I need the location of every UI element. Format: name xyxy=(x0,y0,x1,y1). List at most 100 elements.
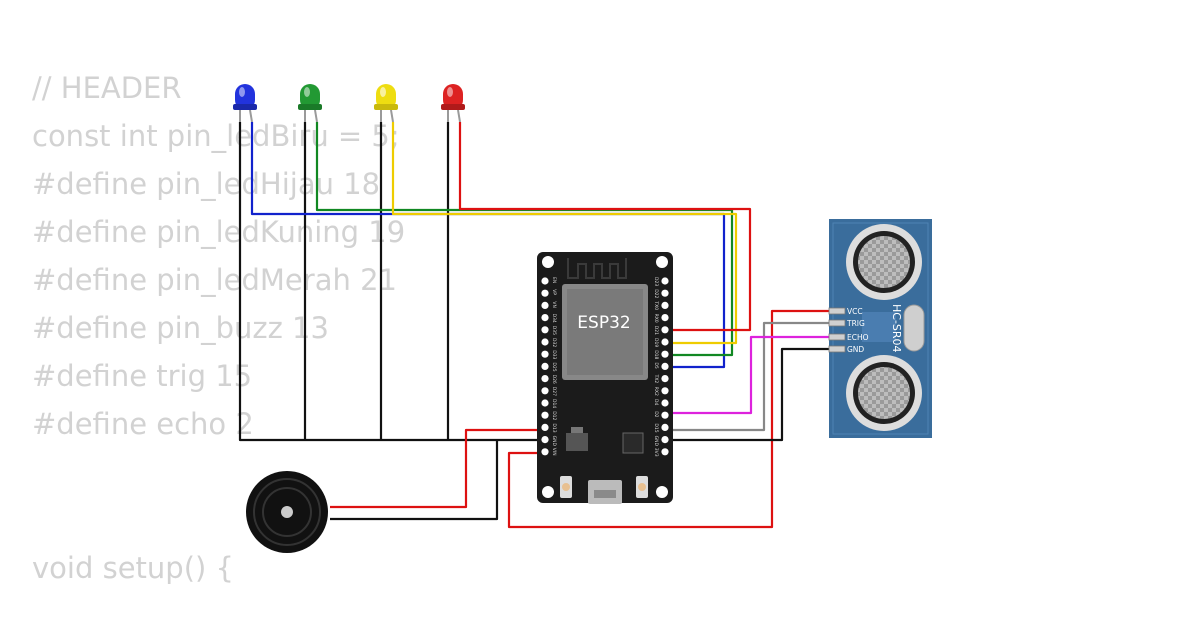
buzzer xyxy=(246,471,328,553)
code-line: // HEADER xyxy=(32,71,182,105)
esp32-pin-label: D4 xyxy=(653,399,659,405)
esp32-pin-label: GND xyxy=(551,436,557,447)
led-legs xyxy=(239,109,461,123)
esp32-pin-label: VIN xyxy=(551,448,557,456)
esp32-pin xyxy=(541,338,549,346)
code-line: void setup() { xyxy=(32,551,234,585)
code-line: const int pin_ledBiru = 5; xyxy=(32,119,400,153)
led-red xyxy=(441,84,465,110)
code-line: #define trig 15 xyxy=(32,359,253,393)
wire-buzzer-neg xyxy=(330,440,499,521)
esp32-pin-label: D26 xyxy=(551,375,557,384)
esp32-pin-label: D2 xyxy=(653,411,659,417)
esp32-pin-label: D27 xyxy=(551,387,557,396)
esp32-pin xyxy=(661,277,669,285)
wires xyxy=(238,122,837,529)
esp32-pin xyxy=(661,448,669,456)
led-green xyxy=(298,84,322,110)
esp32-pin xyxy=(661,411,669,419)
esp32-pin xyxy=(661,362,669,370)
esp32-pin xyxy=(541,411,549,419)
esp32-pin-label: 3V3 xyxy=(653,448,659,457)
code-line: #define pin_ledKuning 19 xyxy=(32,215,406,249)
wire-sensor-vcc xyxy=(507,309,837,529)
hc-sr04-pin xyxy=(828,345,846,353)
esp32-pin-label: D14 xyxy=(551,399,557,408)
code-background: // HEADER const int pin_ledBiru = 5; #defi… xyxy=(32,64,405,592)
esp32-pin xyxy=(541,350,549,358)
esp32-pin xyxy=(541,362,549,370)
esp32-pin-label: D15 xyxy=(653,423,659,432)
esp32-pin-label: D12 xyxy=(551,411,557,420)
esp32-pin xyxy=(541,387,549,395)
esp32-pin xyxy=(541,375,549,383)
hc-sr04-pin-label: VCC xyxy=(847,307,863,316)
hc-sr04-pin xyxy=(828,319,846,327)
esp32-pin-label: D18 xyxy=(653,350,659,359)
code-line: #define pin_buzz 13 xyxy=(32,311,329,345)
wire-sensor-gnd xyxy=(667,347,837,442)
esp32-right-pins xyxy=(661,277,669,456)
esp32-pin xyxy=(541,436,549,444)
esp32-left-pin-labels: ENVPVND34D35D32D33D25D26D27D14D12D13GNDV… xyxy=(551,277,557,456)
transducer-bottom xyxy=(846,355,922,431)
led-yellow xyxy=(374,84,398,110)
esp32-pin xyxy=(541,277,549,285)
esp32-pin-label: D19 xyxy=(653,338,659,347)
esp32-pin-label: D5 xyxy=(653,362,659,368)
esp32-pin xyxy=(541,448,549,456)
esp32-pin-label: TX0 xyxy=(653,300,659,310)
esp32-pin-label: GND xyxy=(653,436,659,447)
esp32-pin xyxy=(661,326,669,334)
esp32-pin-label: D13 xyxy=(551,423,557,432)
esp32-pin xyxy=(541,399,549,407)
esp32-pin xyxy=(541,326,549,334)
code-line: #define pin_ledMerah 21 xyxy=(32,263,397,297)
hc-sr04-pin-label: ECHO xyxy=(847,333,869,342)
hc-sr04-pin-label: GND xyxy=(847,345,864,354)
esp32-pin-label: RX2 xyxy=(653,387,659,396)
esp32-pin-label: D32 xyxy=(551,338,557,347)
wire-sensor-echo xyxy=(667,335,837,415)
esp32-pin-label: VN xyxy=(551,301,557,307)
hc-sr04-pin-label: TRIG xyxy=(846,319,865,328)
esp32-label: ESP32 xyxy=(577,313,630,333)
esp32-pin xyxy=(661,301,669,309)
hc-sr04-pin xyxy=(828,333,846,341)
esp32-pin-label: D22 xyxy=(653,289,659,298)
hc-sr04-label: HC-SR04 xyxy=(890,304,903,353)
esp32-pin xyxy=(661,350,669,358)
wire-buzzer-pos xyxy=(330,428,541,509)
transducer-top xyxy=(846,224,922,300)
esp32-pin-label: D23 xyxy=(653,277,659,286)
hc-sr04-pin xyxy=(828,307,846,315)
esp32-pin-label: D35 xyxy=(551,326,557,335)
esp32-pin xyxy=(661,375,669,383)
esp32-pin xyxy=(541,289,549,297)
wire-ground-bus xyxy=(238,122,541,442)
esp32-pin-label: D25 xyxy=(551,362,557,371)
esp32-pin-label: D33 xyxy=(551,350,557,359)
wire-led-yellow xyxy=(391,122,738,345)
hc-sr04-pins: VCC TRIG ECHO GND xyxy=(828,307,869,354)
leds xyxy=(233,84,465,110)
esp32-pin xyxy=(661,436,669,444)
esp32-pin xyxy=(661,338,669,346)
esp32-pin-label: RX0 xyxy=(653,314,659,323)
led-blue xyxy=(233,84,257,110)
esp32-left-pins xyxy=(541,277,549,456)
esp32-pin xyxy=(541,314,549,322)
wire-led-red xyxy=(458,122,752,332)
esp32-right-pin-labels: D23D22TX0RX0D21D19D18D5TX2RX2D4D2D15GND3… xyxy=(653,277,659,457)
esp32-pin xyxy=(661,399,669,407)
esp32-pin xyxy=(661,423,669,431)
esp32-pin xyxy=(661,289,669,297)
esp32-pin xyxy=(661,387,669,395)
esp32-pin-label: TX2 xyxy=(653,374,659,384)
esp32-pin xyxy=(661,314,669,322)
hc-sr04-sensor: HC-SR04 VCC TRIG ECHO GND xyxy=(828,219,932,438)
esp32-board: ESP32 ENVPVND34D35D32D33D25D26D27D14D12D… xyxy=(537,252,673,504)
esp32-pin-label: D21 xyxy=(653,326,659,335)
esp32-pin-label: D34 xyxy=(551,314,557,323)
